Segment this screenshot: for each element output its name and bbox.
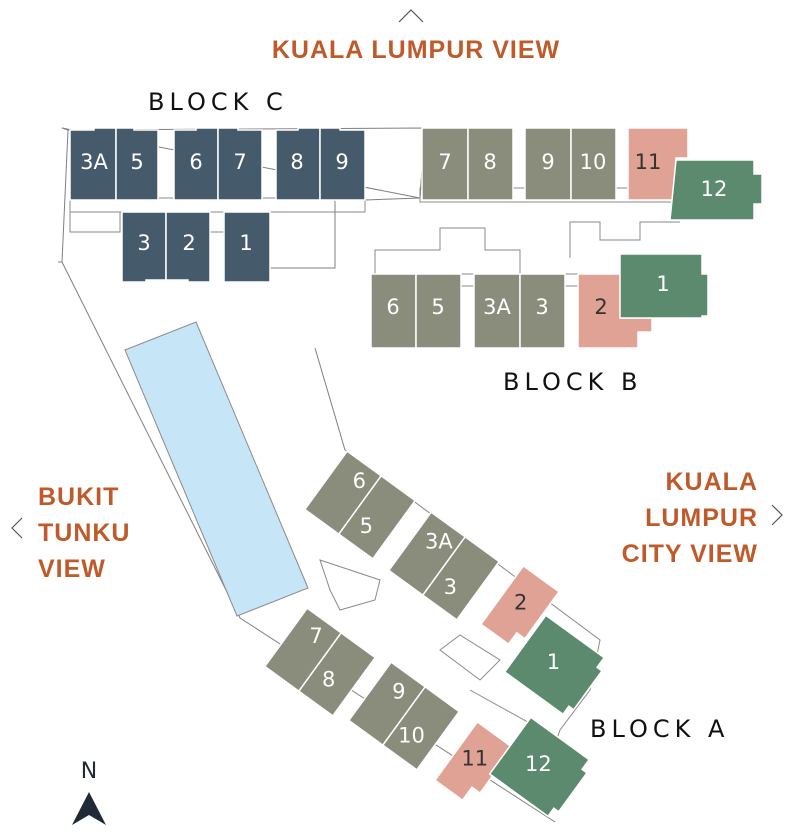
block-a-unit[interactable]: 2 xyxy=(479,564,561,650)
unit-label: 12 xyxy=(701,177,728,201)
block-b-unit[interactable]: 1 xyxy=(619,253,709,319)
top-view-label: KUALA LUMPUR VIEW xyxy=(272,36,560,64)
swimming-pool xyxy=(124,321,309,617)
unit-label: 3 xyxy=(444,575,457,599)
block-b-title: BLOCK B xyxy=(503,368,642,396)
block-a-unit[interactable]: 3A 3 xyxy=(387,511,501,621)
unit-label: 7 xyxy=(438,150,451,174)
block-a-unit[interactable]: 7 8 xyxy=(263,607,377,717)
up-chevron-icon xyxy=(398,9,424,23)
unit[interactable]: 11 xyxy=(627,127,689,201)
unit-label: 9 xyxy=(541,150,554,174)
block-c-unit[interactable]: 7 xyxy=(217,127,263,201)
unit-label: 3 xyxy=(535,295,548,319)
block-a-unit[interactable]: 9 10 xyxy=(347,661,461,771)
block-c-unit[interactable]: 9 xyxy=(319,127,366,201)
block-c: 3A 5 6 7 8 9 3 2 xyxy=(69,127,366,283)
unit-label: 7 xyxy=(309,624,322,648)
block-c-unit[interactable]: 8 xyxy=(275,127,321,201)
unit-label: 6 xyxy=(386,295,399,319)
block-c-corridor xyxy=(69,197,366,233)
block-c-title: BLOCK C xyxy=(148,88,288,116)
right-chevron-icon xyxy=(771,504,783,526)
unit-label: 3A xyxy=(425,529,453,553)
unit[interactable]: 10 xyxy=(570,127,617,201)
right-view-label-2: LUMPUR xyxy=(645,504,758,532)
unit-label: 10 xyxy=(580,150,607,174)
unit-label: 3A xyxy=(483,295,511,319)
unit-label: 2 xyxy=(182,231,195,255)
unit-label: 5 xyxy=(360,514,373,538)
unit-label: 7 xyxy=(233,150,246,174)
unit-label: 11 xyxy=(635,150,662,174)
block-c-unit[interactable]: 5 xyxy=(115,127,159,201)
north-arrow-icon xyxy=(72,792,106,825)
unit[interactable]: 9 xyxy=(524,127,572,201)
block-b-unit[interactable]: 3 xyxy=(519,273,566,349)
unit-label: 1 xyxy=(239,231,252,255)
upper-units: 7 8 9 10 11 12 xyxy=(421,127,763,221)
unit-label: 1 xyxy=(656,272,669,296)
block-c-unit[interactable]: 2 xyxy=(165,211,211,283)
block-c-unit[interactable]: 3A xyxy=(69,127,117,201)
unit-label: 6 xyxy=(353,469,366,493)
block-b-unit[interactable]: 3A xyxy=(473,273,521,349)
unit-label: 5 xyxy=(431,295,444,319)
block-a-title: BLOCK A xyxy=(590,715,729,743)
unit-label: 2 xyxy=(514,591,527,615)
unit-label: 8 xyxy=(322,668,335,692)
unit-label: 8 xyxy=(483,150,496,174)
left-view-label-1: BUKIT xyxy=(38,483,119,511)
block-c-unit[interactable]: 1 xyxy=(223,211,271,283)
unit-label: 11 xyxy=(461,747,488,771)
block-c-unit[interactable]: 6 xyxy=(173,127,219,201)
north-letter: N xyxy=(81,759,97,784)
block-a: 6 5 3A 3 2 1 7 8 9 10 xyxy=(263,450,609,819)
block-b-unit[interactable]: 5 xyxy=(415,273,462,349)
block-a-unit[interactable]: 6 5 xyxy=(303,450,417,560)
unit-label: 3A xyxy=(80,150,108,174)
left-view-label-2: TUNKU xyxy=(38,519,131,547)
block-b-unit[interactable]: 2 xyxy=(577,273,653,349)
block-b-unit[interactable]: 6 xyxy=(370,273,417,349)
block-a-unit[interactable]: 1 xyxy=(503,614,609,717)
right-view-label-3: CITY VIEW xyxy=(622,540,758,568)
unit-label: 9 xyxy=(335,150,348,174)
unit[interactable]: 12 xyxy=(669,159,763,221)
unit-label: 3 xyxy=(137,231,150,255)
unit-label: 5 xyxy=(130,150,143,174)
block-b: 6 5 3A 3 2 1 xyxy=(370,253,709,349)
left-chevron-icon xyxy=(11,517,23,539)
block-c-unit[interactable]: 3 xyxy=(121,211,167,283)
unit-label: 9 xyxy=(392,679,405,703)
unit-label: 12 xyxy=(525,752,552,776)
unit-label: 8 xyxy=(290,150,303,174)
unit-label: 1 xyxy=(547,650,560,674)
unit[interactable]: 7 xyxy=(421,127,469,201)
unit[interactable]: 8 xyxy=(467,127,514,201)
right-view-label-1: KUALA xyxy=(666,468,759,496)
left-view-label-3: VIEW xyxy=(38,555,106,583)
unit-label: 10 xyxy=(398,723,425,747)
block-a-unit[interactable]: 12 xyxy=(488,716,594,819)
unit-label: 2 xyxy=(594,295,607,319)
unit-label: 6 xyxy=(189,150,202,174)
